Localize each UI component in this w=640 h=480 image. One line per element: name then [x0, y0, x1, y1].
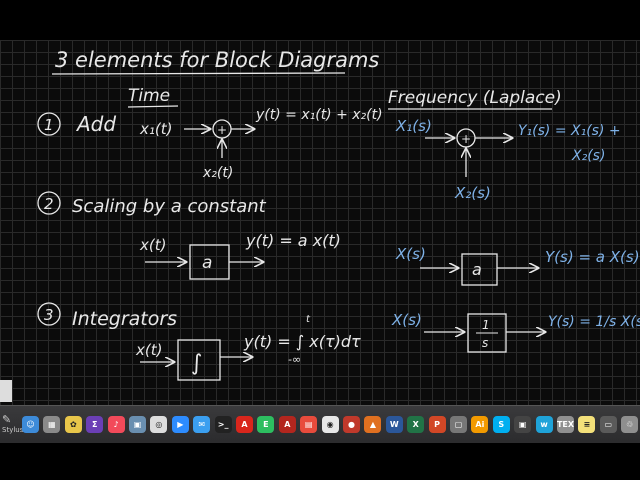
stylus-label: Stylus [2, 426, 24, 434]
illustrator-icon[interactable]: Ai [471, 416, 489, 433]
time-heading: Time [128, 86, 170, 106]
t-int-upper-limit: t [306, 314, 311, 325]
f-int-block [467, 313, 507, 353]
tex-icon[interactable]: TEX [557, 416, 574, 433]
app-red-icon[interactable]: ● [343, 416, 360, 433]
f-add-output-line1: Y₁(s) = X₁(s) + [518, 123, 621, 139]
acrobat-icon[interactable]: A [236, 416, 253, 433]
music-icon[interactable]: ♪ [107, 416, 125, 433]
f-scale-block [461, 253, 498, 286]
f-scale-output: Y(s) = a X(s) [545, 248, 640, 266]
evernote-icon[interactable]: E [257, 416, 275, 433]
acrobat-reader-icon[interactable]: A [278, 416, 296, 433]
app-gray-icon[interactable]: ▢ [450, 416, 467, 433]
calendar-icon[interactable]: ▤ [300, 416, 318, 433]
side-handle[interactable] [0, 380, 12, 402]
preview-icon[interactable]: ▣ [129, 416, 146, 433]
terminal-icon[interactable]: >_ [214, 416, 232, 433]
f-scale-input: X(s) [395, 245, 426, 263]
stylus-tool[interactable]: ✎ Stylus [2, 413, 24, 438]
title-underline [51, 72, 346, 75]
item2-circle [37, 191, 61, 215]
f-sum-symbol: + [461, 132, 471, 146]
t-add-output: y(t) = x₁(t) + x₂(t) [255, 107, 383, 123]
t-sum-symbol: + [217, 123, 227, 137]
excel-icon[interactable]: X [407, 416, 425, 433]
item2-number: 2 [44, 195, 54, 213]
launchpad-icon[interactable]: ▦ [43, 416, 61, 433]
powerpoint-icon[interactable]: P [428, 416, 446, 433]
f-int-block-denominator: s [482, 336, 488, 350]
item3-circle [37, 302, 61, 326]
f-int-input: X(s) [391, 311, 422, 329]
item1-label: Add [75, 112, 116, 136]
t-scale-input: x(t) [139, 236, 166, 254]
screen-icon[interactable]: ▭ [599, 416, 617, 433]
f-add-output-line2: X₂(s) [571, 148, 605, 164]
f-add-input2: X₂(s) [454, 184, 491, 202]
trash-icon[interactable]: ♲ [621, 416, 639, 433]
chrome-alt-icon[interactable]: ◉ [321, 416, 339, 433]
word-icon[interactable]: W [385, 416, 403, 433]
f-add-input1: X₁(s) [395, 117, 432, 135]
item3-label: Integrators [72, 308, 177, 330]
t-int-block-label: ∫ [191, 351, 202, 376]
skype-icon[interactable]: S [492, 416, 510, 433]
stickies-icon[interactable]: ≡ [578, 416, 596, 433]
item1-number: 1 [44, 116, 54, 134]
t-int-lower-limit: -∞ [288, 353, 301, 366]
letterbox-bottom [0, 443, 640, 480]
frequency-heading: Frequency (Laplace) [388, 88, 562, 108]
finder-icon[interactable]: ☺ [22, 416, 39, 433]
t-int-input: x(t) [135, 341, 162, 359]
item1-circle [37, 112, 61, 136]
board-drawing: 3 elements for Block Diagrams Time Frequ… [37, 48, 640, 381]
f-int-output: Y(s) = 1/s X(s) [548, 314, 640, 330]
app-dark-icon[interactable]: ▣ [514, 416, 532, 433]
time-underline [127, 105, 179, 108]
webex-icon[interactable]: w [535, 416, 553, 433]
t-int-block [177, 339, 221, 381]
photos-icon[interactable]: ✿ [64, 416, 82, 433]
matlab-icon[interactable]: ▲ [364, 416, 382, 433]
t-add-input2: x₂(t) [202, 165, 233, 181]
zoom-icon[interactable]: ▶ [171, 416, 189, 433]
chrome-icon[interactable]: ◎ [150, 416, 168, 433]
item2-label: Scaling by a constant [72, 196, 267, 217]
whiteboard[interactable]: 3 elements for Block Diagrams Time Frequ… [0, 40, 640, 405]
board-title: 3 elements for Block Diagrams [55, 48, 379, 72]
t-scale-block-label: a [202, 253, 212, 273]
pen-tool-icon: ✎ [2, 413, 12, 426]
f-int-block-numerator: 1 [482, 318, 490, 332]
t-add-input1: x₁(t) [139, 120, 172, 138]
t-int-output: y(t) = ∫ x(τ)dτ [243, 332, 361, 351]
t-scale-output: y(t) = a x(t) [245, 231, 341, 250]
mail-icon[interactable]: ✉ [193, 416, 211, 433]
notability-icon[interactable]: Σ [86, 416, 104, 433]
f-scale-block-label: a [472, 260, 482, 279]
item3-number: 3 [44, 306, 54, 324]
